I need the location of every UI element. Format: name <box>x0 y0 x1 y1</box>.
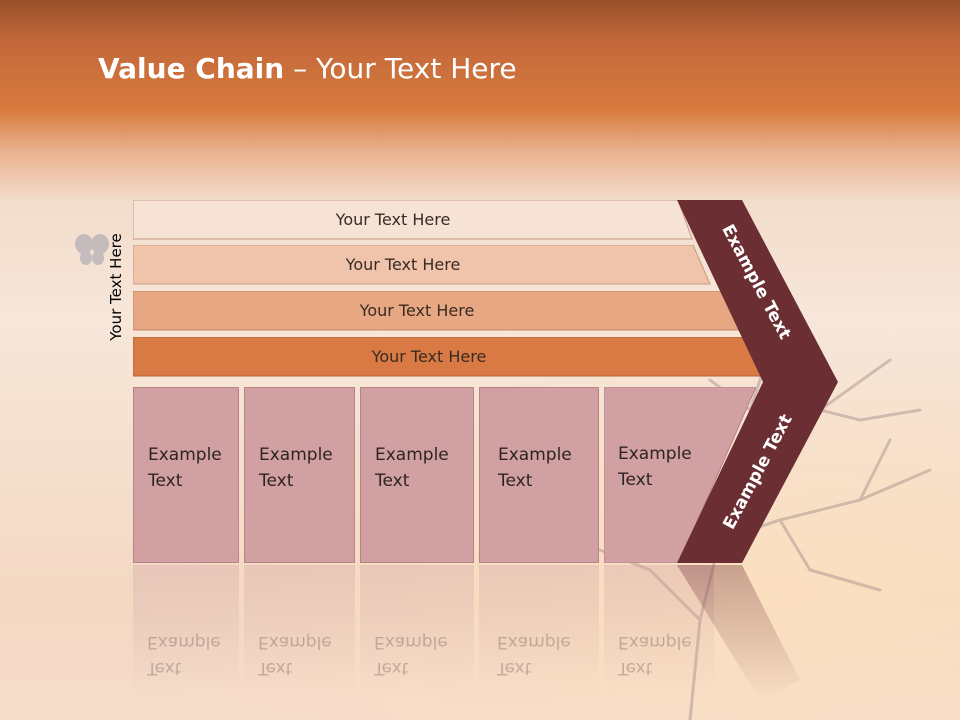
title-bold: Value Chain <box>98 52 285 85</box>
reflection-text: Text Example <box>258 629 332 681</box>
column-text-line1: Example <box>498 445 572 465</box>
reflection-text: Text Example <box>618 629 692 681</box>
reflection-line: Text <box>497 658 532 678</box>
title-rest: Your Text Here <box>316 52 517 85</box>
column-text-line1: Example <box>618 444 692 464</box>
band-label: Your Text Here <box>335 209 451 229</box>
band-label: Your Text Here <box>359 300 475 320</box>
reflection-text: Text Example <box>497 629 571 681</box>
band-label: Your Text Here <box>345 254 461 274</box>
column-text-line2: Text <box>618 470 653 490</box>
reflection-text: Text Example <box>374 629 448 681</box>
reflection-line: Text <box>258 658 293 678</box>
column-text-line1: Example <box>375 445 449 465</box>
band-label: Your Text Here <box>371 346 487 366</box>
band-3: Your Text Here <box>133 291 741 331</box>
column-text-line2: Text <box>259 471 294 491</box>
column-reflection: Text Example <box>479 565 599 695</box>
reflection-text: Text Example <box>147 629 221 681</box>
band-2: Your Text Here <box>133 245 713 285</box>
butterfly-icon <box>75 234 109 265</box>
column-reflection: Text Example <box>360 565 474 695</box>
reflection-line: Example <box>258 632 332 652</box>
column-reflection: Text Example <box>244 565 355 695</box>
slide-title: Value Chain – Your Text Here <box>98 52 517 85</box>
column-text-line1: Example <box>148 445 222 465</box>
title-separator: – <box>284 52 317 85</box>
column-text-line2: Text <box>148 471 183 491</box>
column-text-line2: Text <box>375 471 410 491</box>
side-label: Your Text Here <box>107 233 125 341</box>
column-reflection: Text Example <box>604 565 714 695</box>
reflection-line: Example <box>618 632 692 652</box>
column-text-line2: Text <box>498 471 533 491</box>
band-4: Your Text Here <box>133 337 765 377</box>
reflection-line: Example <box>374 632 448 652</box>
column-reflection: Text Example <box>133 565 239 695</box>
reflection-line: Text <box>147 658 182 678</box>
reflection-line: Text <box>618 658 653 678</box>
column-text-line1: Example <box>259 445 333 465</box>
band-1: Your Text Here <box>133 200 693 240</box>
reflection-line: Example <box>497 632 571 652</box>
reflection-line: Text <box>374 658 409 678</box>
reflection-line: Example <box>147 632 221 652</box>
